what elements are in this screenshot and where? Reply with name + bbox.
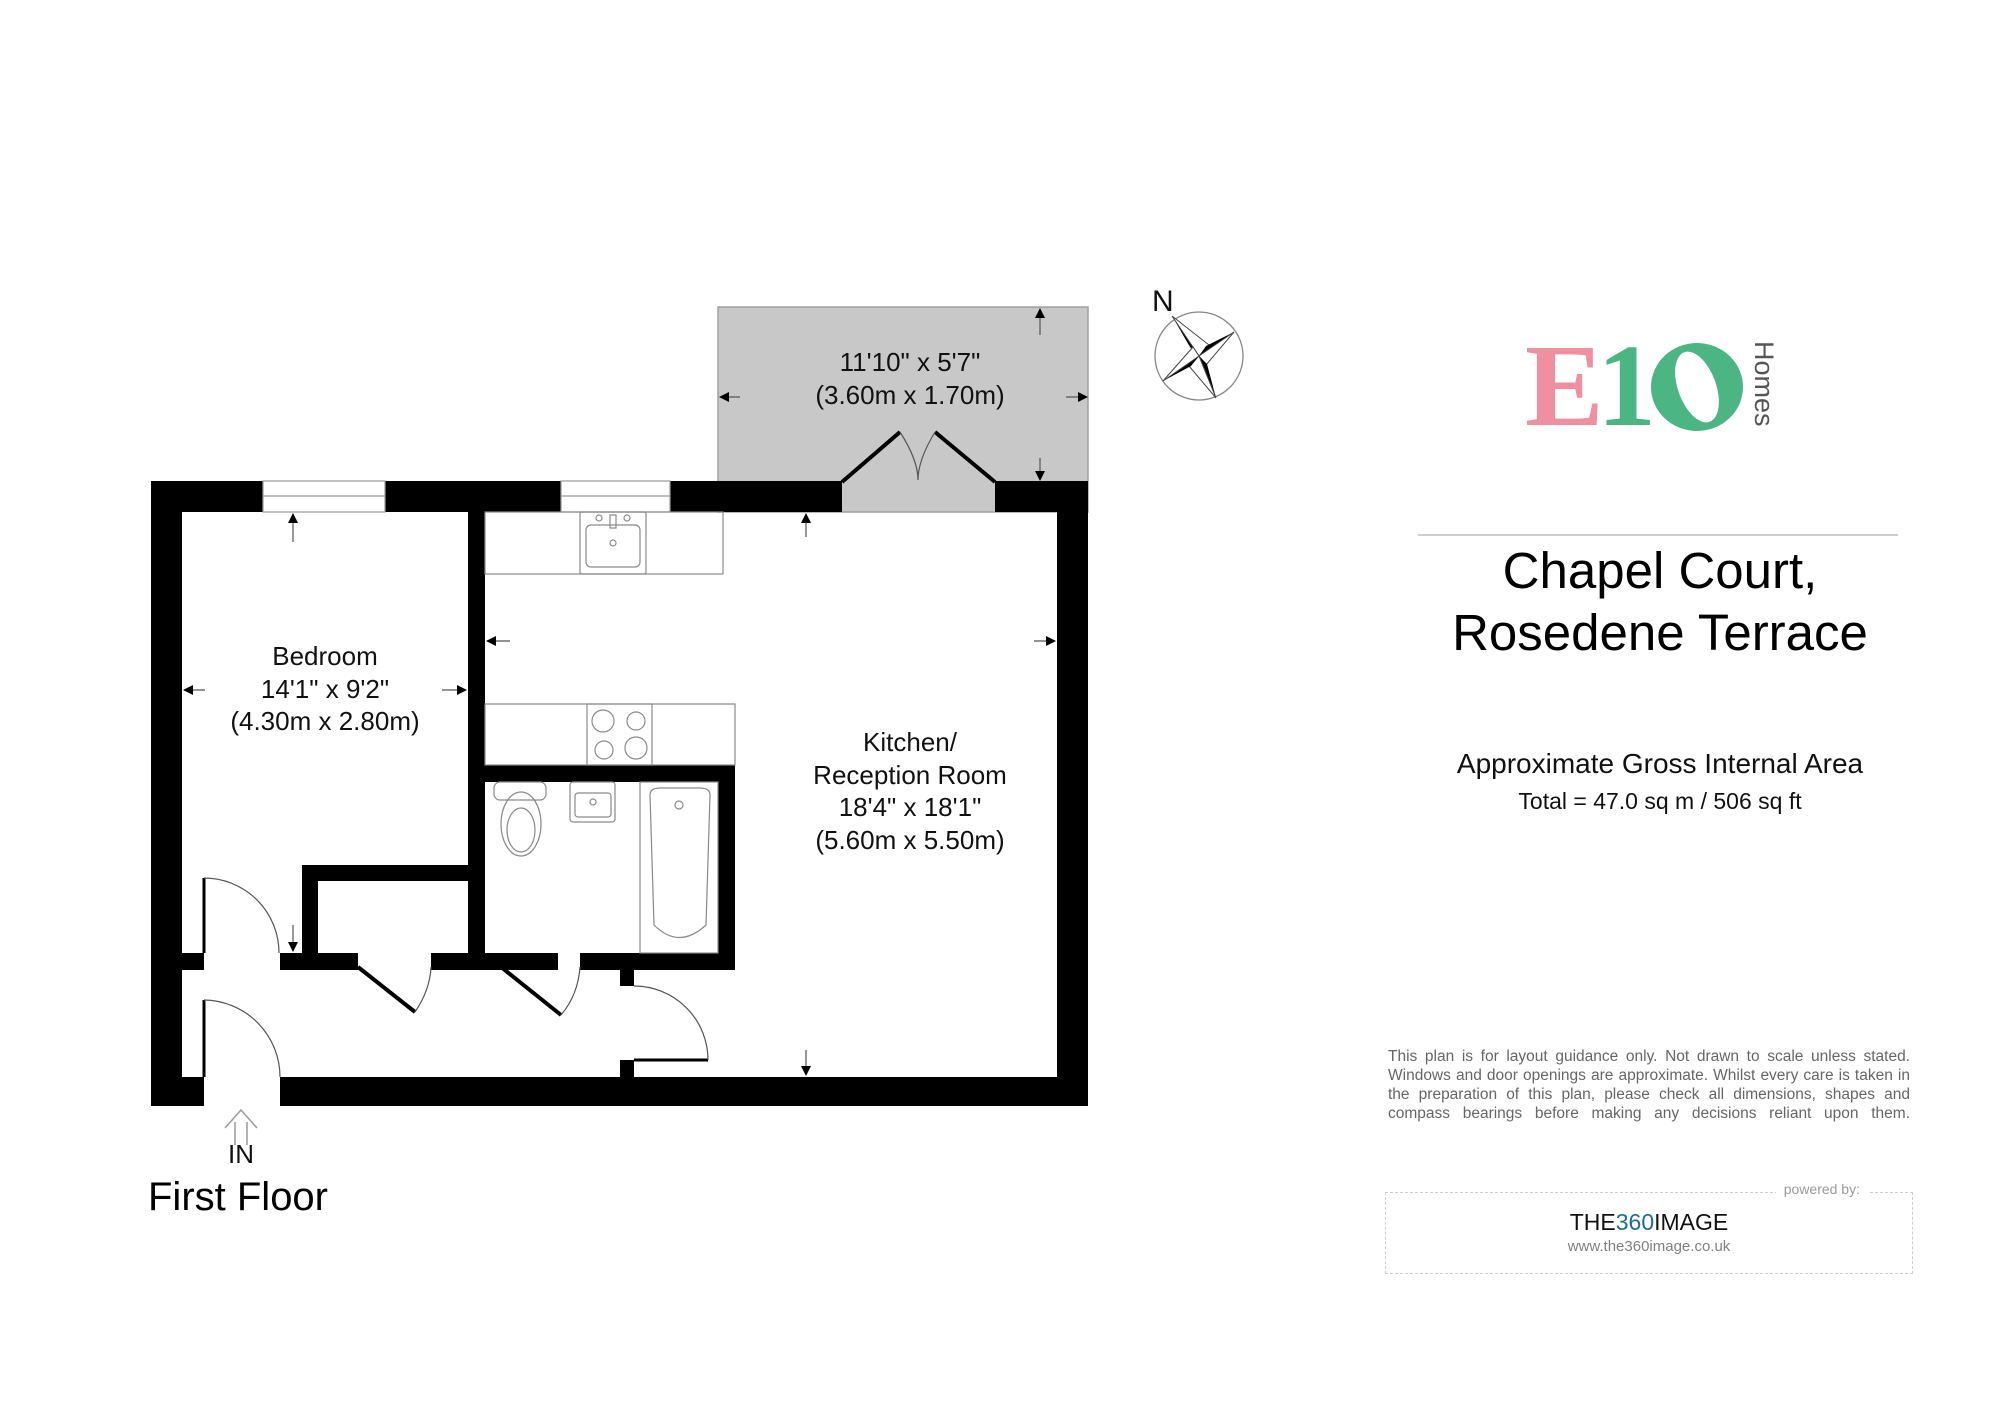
logo-accent: 360 xyxy=(1615,1209,1655,1235)
powered-by-label: powered by: xyxy=(1775,1181,1868,1197)
kitchen-label: Kitchen/ Reception Room 18'4" x 18'1" (5… xyxy=(760,726,1060,856)
e10-homes-logo: E 1 Homes xyxy=(1525,320,1825,451)
bedroom-name: Bedroom xyxy=(272,641,378,671)
kitchen-name-line2: Reception Room xyxy=(813,759,1007,790)
dimension-arrows xyxy=(183,308,1088,1076)
kitchen-fixtures xyxy=(484,511,736,766)
windows xyxy=(262,480,671,513)
hob-icon xyxy=(586,703,653,766)
balcony-dims-metric: (3.60m x 1.70m) xyxy=(815,379,1005,410)
compass-north-label: N xyxy=(1152,285,1174,318)
powered-by-box: powered by: THE360IMAGE www.the360image.… xyxy=(1385,1181,1913,1274)
logo-suffix: IMAGE xyxy=(1654,1209,1729,1235)
walls xyxy=(151,481,1088,1106)
balcony xyxy=(717,306,1089,513)
logo-ten: 1 xyxy=(1597,335,1656,435)
kitchen-dims-imperial: 18'4" x 18'1" xyxy=(838,792,982,822)
title-divider xyxy=(1418,534,1898,536)
doors xyxy=(202,877,709,1078)
bedroom-label: Bedroom 14'1" x 9'2" (4.30m x 2.80m) xyxy=(190,640,460,738)
property-title-line2: Rosedene Terrace xyxy=(1452,604,1868,661)
disclaimer-text: This plan is for layout guidance only. N… xyxy=(1388,1048,1910,1122)
toilet-icon xyxy=(493,781,547,857)
the360image-url[interactable]: www.the360image.co.uk xyxy=(1567,1238,1731,1255)
logo-prefix: THE xyxy=(1569,1209,1616,1235)
balcony-doors xyxy=(840,430,997,484)
floor-title: First Floor xyxy=(148,1175,328,1219)
balcony-label: 11'10" x 5'7" (3.60m x 1.70m) xyxy=(760,346,1060,411)
property-title: Chapel Court, Rosedene Terrace xyxy=(1380,540,1940,664)
entrance-arrow-icon xyxy=(224,1108,258,1145)
balcony-dims-imperial: 11'10" x 5'7" xyxy=(839,347,981,377)
kitchen-dims-metric: (5.60m x 5.50m) xyxy=(815,824,1005,855)
the360image-logo: THE360IMAGE xyxy=(1386,1209,1912,1236)
logo-homes: Homes xyxy=(1749,341,1779,427)
bathroom-fixtures xyxy=(493,781,719,954)
bedroom-dims-metric: (4.30m x 2.80m) xyxy=(230,706,420,736)
entrance-label: IN xyxy=(228,1139,254,1169)
compass-rose-icon xyxy=(1154,311,1244,401)
basin-icon xyxy=(569,781,616,823)
area-total: Total = 47.0 sq m / 506 sq ft xyxy=(1518,788,1802,814)
kitchen-name-line1: Kitchen/ xyxy=(863,727,957,757)
logo-e: E xyxy=(1525,335,1604,435)
bath-icon xyxy=(639,781,719,954)
area-heading: Approximate Gross Internal Area xyxy=(1456,748,1864,779)
kitchen-sink-icon xyxy=(579,511,647,575)
property-title-line1: Chapel Court, xyxy=(1502,542,1818,599)
bedroom-dims-imperial: 14'1" x 9'2" xyxy=(260,673,390,704)
